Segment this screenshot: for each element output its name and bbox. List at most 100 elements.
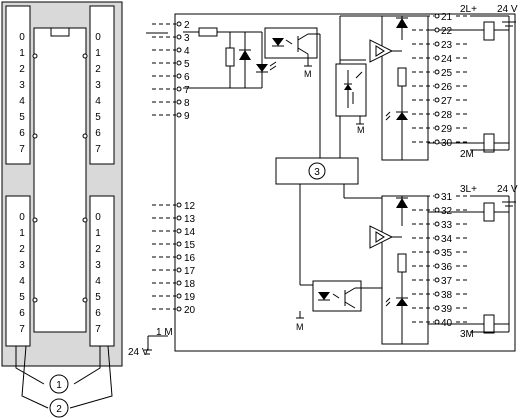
output-terminal-label: 21 (441, 12, 453, 23)
output-terminal-label: 35 (441, 248, 453, 259)
module-channel-label: 3 (19, 80, 25, 91)
load-relay (483, 202, 495, 222)
output-diode (396, 18, 408, 28)
output-optocoupler-1: M (335, 63, 367, 135)
input-terminal-label: 14 (184, 227, 196, 238)
output-terminal (434, 13, 440, 19)
module-channel-label: 0 (95, 212, 101, 223)
terminal-strip-left-bottom (5, 195, 31, 347)
input-supply-voltage: 24 V (128, 347, 149, 358)
module-channel-label: 4 (95, 276, 101, 287)
input-terminal (176, 47, 182, 53)
output-terminal-label: 26 (441, 82, 453, 93)
output-terminal (434, 111, 440, 117)
input-diode (239, 50, 251, 60)
module-channel-label: 2 (95, 244, 101, 255)
output-terminal-label: 30 (441, 138, 453, 149)
output-terminal-label: 24 (441, 54, 453, 65)
status-led (396, 112, 408, 120)
output-terminal (434, 305, 440, 311)
output-terminal-label: 36 (441, 262, 453, 273)
module-channel-label: 5 (19, 292, 25, 303)
input-terminal (176, 21, 182, 27)
module-channel-label: 6 (95, 128, 101, 139)
input-terminal-label: 7 (184, 85, 190, 96)
output-terminal-label: 40 (441, 318, 453, 329)
callout-1-circle (49, 374, 69, 394)
panel-hole (32, 217, 38, 223)
input-terminal-label: 3 (184, 33, 190, 44)
output-terminal (434, 277, 440, 283)
input-terminal-label: 19 (184, 292, 196, 303)
output-terminal-label: 28 (441, 110, 453, 121)
input-resistor (225, 47, 235, 67)
panel-hole (82, 53, 88, 59)
module-channel-label: 2 (19, 64, 25, 75)
module-channel-label: 3 (95, 260, 101, 271)
output-terminal (434, 83, 440, 89)
load-relay (483, 133, 495, 153)
panel-hole (32, 133, 38, 139)
output-supply-1: 2L+ 24 V 2M (460, 4, 518, 160)
output-terminal-label: 32 (441, 206, 453, 217)
output-supply-2-voltage: 24 V (497, 184, 518, 195)
input-terminal-label: 4 (184, 46, 190, 57)
output-terminal (434, 319, 440, 325)
ground-label: M (357, 125, 365, 135)
output-terminal (434, 263, 440, 269)
callout-2-circle (49, 398, 69, 418)
input-terminal (176, 34, 182, 40)
output-resistor (397, 67, 407, 87)
module-channel-label: 0 (19, 32, 25, 43)
panel-hole (32, 53, 38, 59)
module-channel-label: 4 (19, 96, 25, 107)
input-terminal (176, 293, 182, 299)
output-supply-1-minus-label: 2M (460, 149, 474, 160)
module-channel-label: 2 (95, 64, 101, 75)
input-resistor (198, 27, 218, 37)
input-terminal-label: 17 (184, 266, 196, 277)
module-channel-label: 7 (19, 144, 25, 155)
logic-block-circle (308, 162, 326, 180)
callout-2-leader (21, 345, 49, 409)
input-terminal (176, 267, 182, 273)
input-terminal (176, 215, 182, 221)
input-terminal-label: 20 (184, 305, 196, 316)
module-channel-label: 4 (95, 96, 101, 107)
module-inner-panel (33, 27, 87, 333)
output-terminal-label: 29 (441, 124, 453, 135)
status-led (256, 64, 268, 72)
module-channel-label: 5 (95, 292, 101, 303)
callout-2-leader (69, 345, 113, 409)
input-terminal-label: 18 (184, 279, 196, 290)
output-terminal (434, 55, 440, 61)
panel-hole (82, 297, 88, 303)
module-channel-label: 6 (19, 308, 25, 319)
output-terminal-label: 23 (441, 40, 453, 51)
output-terminal-label: 38 (441, 290, 453, 301)
module-channel-label: 7 (19, 324, 25, 335)
module-channel-label: 2 (19, 244, 25, 255)
callout-1-leader (73, 346, 101, 385)
output-terminal (434, 125, 440, 131)
module-channel-label: 5 (95, 112, 101, 123)
callout-1-label: 1 (56, 380, 62, 391)
module-channel-label: 1 (19, 228, 25, 239)
module-boundary (174, 13, 516, 352)
input-terminal (176, 86, 182, 92)
output-terminal-label: 33 (441, 220, 453, 231)
output-terminal (434, 97, 440, 103)
output-optocoupler-2: M (296, 280, 382, 332)
input-terminal (176, 241, 182, 247)
module-channel-label: 7 (95, 324, 101, 335)
output-supply-2: 3L+ 24 V 3M (460, 184, 518, 340)
input-terminal-label: 15 (184, 240, 196, 251)
output-terminal (434, 235, 440, 241)
terminal-strip-right-bottom (89, 195, 115, 347)
ground-label: M (296, 322, 304, 332)
module-channel-label: 0 (95, 32, 101, 43)
